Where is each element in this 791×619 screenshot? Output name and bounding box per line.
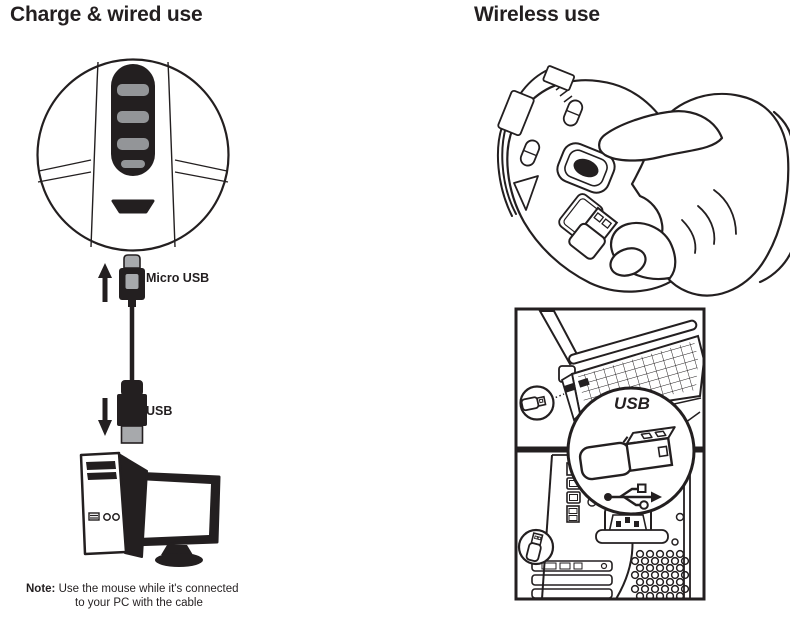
- wired-use-note: Note: Use the mouse while it's connected…: [26, 582, 276, 610]
- cable-illustration: [98, 254, 147, 444]
- section-title-wireless: Wireless use: [474, 3, 600, 26]
- note-label: Note:: [26, 582, 56, 595]
- monitor-icon: [129, 471, 221, 567]
- expansion-slots: [531, 560, 613, 598]
- usb-label: USB: [146, 404, 173, 418]
- usb-trident-icon: [604, 483, 662, 510]
- label-recess: [497, 89, 535, 137]
- switch-icon: [562, 99, 584, 127]
- laptop-usb-port: [564, 382, 576, 393]
- laptop-and-tower-panel-illustration: [514, 307, 706, 601]
- switch-icon: [519, 139, 541, 167]
- usb-dongle-callout-circle: [566, 386, 696, 516]
- usb-circle-label: USB: [614, 394, 650, 413]
- usb-dongle-icon: [568, 206, 619, 260]
- usb-a-connector-icon: [117, 380, 147, 444]
- laptop-usb-port: [578, 377, 590, 388]
- desktop-computer-illustration: [79, 451, 221, 567]
- tower-icon: [79, 451, 148, 558]
- laptop-hinge: [568, 319, 698, 365]
- arrow-up-icon: [98, 263, 112, 302]
- index-fingertip: [609, 247, 647, 277]
- optical-sensor-icon: [556, 142, 616, 194]
- micro-usb-port-icon: [111, 199, 155, 214]
- dongle-callout-circle-tower: [517, 528, 555, 566]
- usb-dongle-icon: [578, 426, 676, 481]
- section-title-charge-wired: Charge & wired use: [10, 3, 203, 26]
- note-line1: Use the mouse while it's connected: [58, 582, 239, 595]
- tower-usb-ports: [566, 505, 580, 523]
- dongle-callout-circle-laptop: [519, 385, 555, 421]
- hand-removing-dongle-illustration: [496, 65, 790, 297]
- mouse-front-zoom-illustration: [36, 58, 230, 252]
- hand-icon: [598, 92, 790, 297]
- micro-usb-label: Micro USB: [146, 271, 210, 285]
- micro-usb-connector-icon: [119, 254, 145, 307]
- thumb: [598, 110, 724, 162]
- fan-grill: [630, 549, 690, 598]
- note-line2: to your PC with the cable: [75, 596, 203, 609]
- arrow-down-icon: [98, 398, 112, 436]
